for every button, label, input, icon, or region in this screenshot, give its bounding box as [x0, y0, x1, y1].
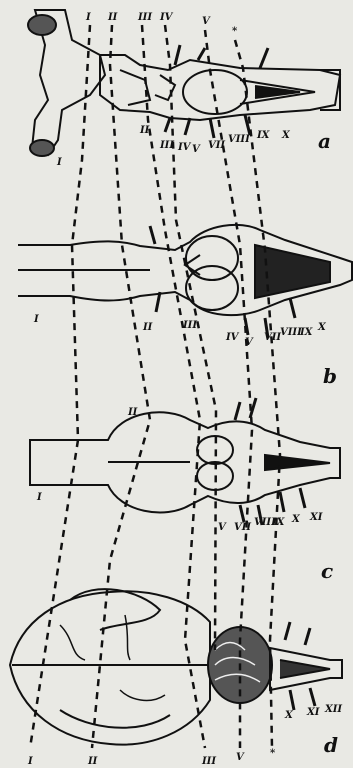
panel-c-nerve-label: V — [218, 522, 227, 533]
panel-b-nerve-label: I — [33, 314, 39, 325]
panel-a-nerve-label: V — [192, 144, 201, 155]
panel-c-nerve-label: II — [127, 407, 138, 418]
bottom-marker-label: V — [236, 752, 245, 763]
panel-a-nerve-label: IV — [177, 142, 192, 153]
panel-b-letter: b — [323, 364, 337, 388]
top-marker-label: I — [85, 12, 91, 23]
panel-d-nerve-label: XII — [324, 704, 342, 715]
panel-a-letter: a — [318, 129, 331, 153]
panel-a-nerve-label: IX — [256, 130, 271, 141]
panel-d-nerve-label: XI — [306, 707, 320, 718]
bottom-marker-label: III — [201, 756, 216, 767]
panel-d-letter: d — [324, 733, 338, 757]
panel-b-nerve-label: VIII — [280, 327, 302, 338]
panel-d-nerve-label: X — [284, 710, 294, 721]
bottom-marker-label: II — [87, 756, 98, 767]
panel-a-nerve-label: VIII — [228, 134, 250, 145]
top-marker-label: II — [107, 12, 118, 23]
top-marker-label: IV — [159, 12, 174, 23]
top-marker-label: III — [137, 12, 152, 23]
top-marker-label: * — [232, 26, 238, 37]
panel-b-nerve-label: IV — [225, 332, 240, 343]
top-marker-label: V — [202, 16, 211, 27]
panel-a-nerve-label: II — [139, 125, 150, 136]
panel-b-nerve-label: III — [182, 320, 197, 331]
panel-c-nerve-label: X — [291, 514, 301, 525]
bottom-marker-label: I — [27, 756, 33, 767]
panel-c-nerve-label: XI — [309, 512, 323, 523]
bottom-marker-label: * — [270, 748, 276, 759]
panel-b-nerve-label: IX — [299, 327, 314, 338]
panel-c-letter: c — [321, 559, 333, 583]
panel-a-nerve-label: I — [56, 157, 62, 168]
panel-c-nerve-label: VII — [234, 522, 251, 533]
panel-c-nerve-label: IX — [271, 517, 286, 528]
panel-c-nerve-label: I — [36, 492, 42, 503]
panel-b-nerve-label: X — [317, 322, 327, 333]
panel-b-nerve-label: II — [142, 322, 153, 333]
panel-a-nerve-label: X — [281, 130, 291, 141]
